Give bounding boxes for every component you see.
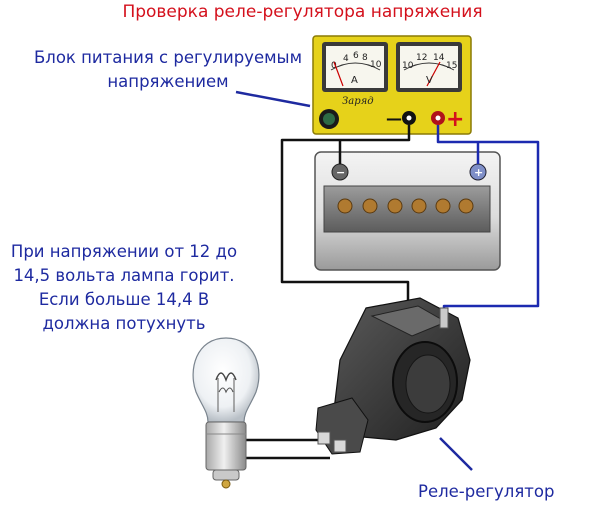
- voltmeter-tick: 14: [433, 53, 445, 63]
- condition-line-1: При напряжении от 12 до: [10, 242, 238, 261]
- battery: − +: [314, 151, 501, 271]
- regulator-housing-inner: [405, 354, 451, 414]
- voltage-regulator: [315, 297, 471, 455]
- cell-cap: [411, 198, 427, 214]
- ammeter-needle: [333, 61, 344, 87]
- voltmeter-tick: 15: [446, 61, 457, 71]
- power-supply-caption-line-1: Блок питания с регулируемым: [33, 48, 303, 67]
- power-supply-unit: 0 4 6 8 10 A 10 12 14 15 V Заряд —: [312, 35, 472, 135]
- regulator-pointer-line: [439, 437, 473, 471]
- regulator-connector-pin: [317, 431, 331, 445]
- voltage-knob-cap: [323, 113, 335, 125]
- ammeter-scale-arc: [330, 62, 381, 71]
- voltmeter-unit: V: [426, 75, 433, 86]
- voltmeter-tick: 12: [416, 53, 427, 63]
- ammeter-tick: 0: [331, 61, 337, 71]
- battery-cell-caps: [337, 198, 474, 214]
- regulator-connector-pin: [333, 439, 347, 453]
- cell-cap: [458, 198, 474, 214]
- ammeter-tick: 6: [353, 51, 359, 61]
- ammeter-tick: 4: [343, 54, 349, 64]
- psu-pointer-line: [235, 90, 311, 108]
- ammeter: 0 4 6 8 10 A: [322, 42, 388, 92]
- ammeter-tick: 10: [370, 60, 382, 70]
- psu-minus-label: —: [386, 109, 402, 128]
- power-supply-caption-line-2: напряжением: [107, 72, 229, 91]
- psu-plus-label: +: [446, 107, 464, 132]
- voltmeter-tick: 10: [402, 61, 414, 71]
- power-supply-caption: Блок питания с регулируемым напряжением: [28, 46, 308, 94]
- cell-cap: [435, 198, 451, 214]
- condition-line-3: Если больше 14,4 В: [38, 290, 210, 309]
- psu-positive-terminal-hole: [435, 115, 441, 121]
- cell-cap: [387, 198, 403, 214]
- lamp-filament-2: [218, 387, 234, 394]
- lamp-filament: [215, 372, 237, 383]
- condition-line-2: 14,5 вольта лампа горит.: [13, 266, 235, 285]
- ammeter-tick: 8: [362, 53, 368, 63]
- battery-minus-label: −: [336, 166, 345, 179]
- regulator-brush-terminal: [439, 307, 449, 329]
- lamp-base: [205, 421, 247, 471]
- battery-plus-label: +: [474, 166, 483, 179]
- lamp-filament-supports: [217, 378, 235, 412]
- psu-negative-terminal-hole: [406, 115, 412, 121]
- voltmeter: 10 12 14 15 V: [396, 42, 462, 92]
- regulator-caption: Реле-регулятор: [418, 482, 555, 501]
- voltage-condition-caption: При напряжении от 12 до 14,5 вольта ламп…: [0, 240, 248, 336]
- negative-wire: [280, 125, 411, 302]
- lamp-contact-tip: [221, 479, 231, 489]
- diagram-title: Проверка реле-регулятора напряжения: [122, 2, 483, 22]
- voltmeter-scale-arc: [403, 62, 455, 71]
- lamp: [192, 337, 260, 489]
- lamp-contact: [212, 469, 240, 481]
- condition-line-4: должна потухнуть: [42, 314, 206, 333]
- cell-cap: [337, 198, 353, 214]
- ammeter-unit: A: [351, 75, 358, 86]
- cell-cap: [362, 198, 378, 214]
- charge-label: Заряд: [342, 96, 374, 107]
- voltmeter-needle: [426, 61, 441, 87]
